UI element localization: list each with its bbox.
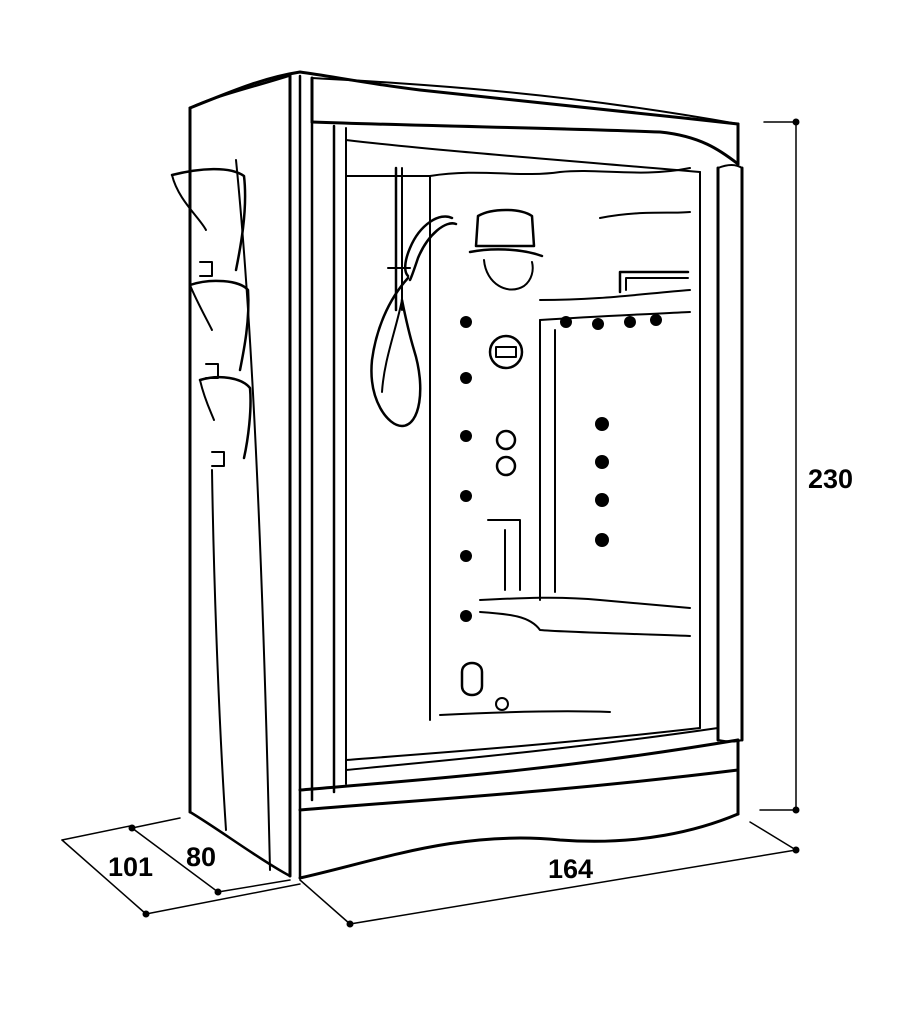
jet: [595, 493, 609, 507]
jet: [460, 550, 472, 562]
jet: [592, 318, 604, 330]
dimension-lines: [61, 118, 800, 928]
jet: [460, 430, 472, 442]
hand-shower: [370, 166, 458, 428]
jet: [460, 372, 472, 384]
jet: [460, 316, 472, 328]
body-jets: [460, 314, 662, 622]
jet: [560, 316, 572, 328]
jet: [460, 490, 472, 502]
height-label: 230: [808, 464, 853, 494]
cabin-outline: [188, 70, 744, 880]
jet: [650, 314, 662, 326]
width-label: 164: [548, 854, 593, 884]
side-shelves: [170, 159, 271, 871]
jet: [460, 610, 472, 622]
jet: [595, 417, 609, 431]
control-panel: [460, 334, 524, 711]
jet: [624, 316, 636, 328]
depth-inner-label: 80: [186, 842, 216, 872]
depth-outer-label: 101: [108, 852, 153, 882]
jet: [595, 533, 609, 547]
jet: [595, 455, 609, 469]
ceiling-lamp: [468, 208, 544, 291]
